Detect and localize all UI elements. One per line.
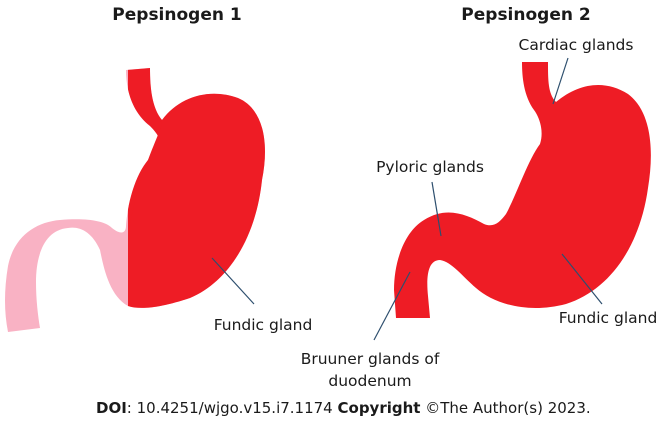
pepsinogen-2-title: Pepsinogen 2 <box>461 5 590 25</box>
copyright-label: Copyright <box>337 399 421 417</box>
left-stomach-red-fill <box>128 96 264 307</box>
right-stomach <box>373 57 651 341</box>
bruuner-glands-label-line2: duodenum <box>328 372 411 390</box>
pyloric-leader-line <box>431 181 442 237</box>
doi-value: : 10.4251/wjgo.v15.i7.1174 <box>126 399 338 417</box>
right-fundic-leader-line <box>561 253 603 305</box>
right-stomach-shape <box>394 62 651 318</box>
left-stomach <box>5 68 265 332</box>
doi-label: DOI <box>96 399 127 417</box>
copyright-value: ©The Author(s) 2023. <box>420 399 591 417</box>
pyloric-glands-label: Pyloric glands <box>376 158 484 176</box>
cardiac-glands-label: Cardiac glands <box>519 36 634 54</box>
cardiac-leader-line <box>552 57 569 105</box>
pepsinogen-1-title: Pepsinogen 1 <box>112 5 241 25</box>
bruuner-leader-line <box>373 271 411 341</box>
bruuner-glands-label-line1: Bruuner glands of <box>301 350 440 368</box>
left-fundic-gland-label: Fundic gland <box>214 316 313 334</box>
right-fundic-gland-label: Fundic gland <box>559 309 658 327</box>
left-fundic-leader-line <box>211 257 255 305</box>
citation-footer: DOI: 10.4251/wjgo.v15.i7.1174 Copyright … <box>96 399 591 417</box>
